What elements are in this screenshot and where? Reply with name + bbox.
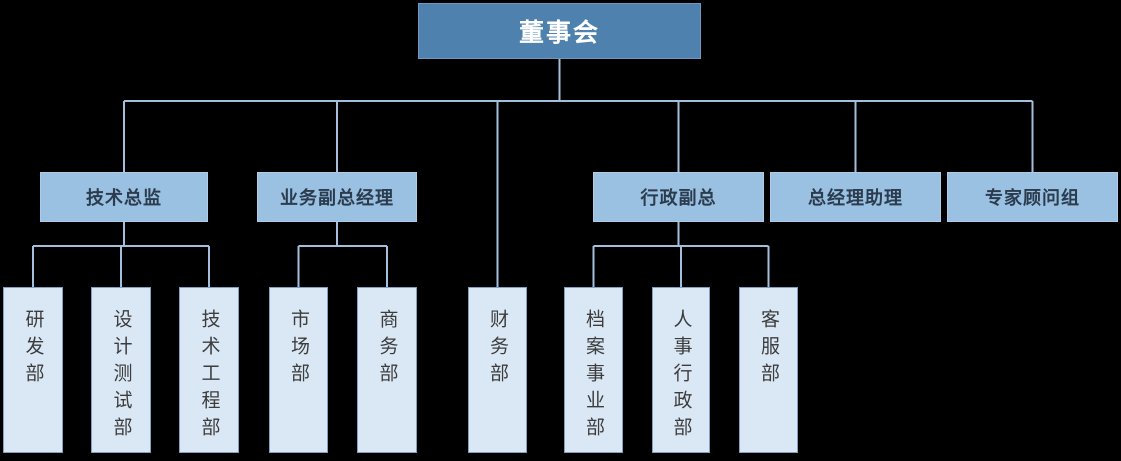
- org-node-marketing-dept[interactable]: 市场部: [269, 287, 328, 453]
- org-node-admin-deputy-gm[interactable]: 行政副总: [593, 172, 764, 222]
- org-node-commerce-dept[interactable]: 商务部: [357, 287, 417, 453]
- org-node-technical-director-label: 技术总监: [86, 184, 162, 210]
- org-node-finance-dept[interactable]: 财务部: [468, 287, 527, 453]
- org-node-business-deputy-gm[interactable]: 业务副总经理: [257, 172, 417, 222]
- org-node-admin-deputy-gm-label: 行政副总: [641, 184, 717, 210]
- org-node-gm-assistant-label: 总经理助理: [808, 184, 903, 210]
- org-node-design-test-dept-label: 设计测试部: [112, 309, 131, 444]
- org-node-hr-admin-dept-label: 人事行政部: [672, 309, 691, 444]
- org-node-customer-service-dept[interactable]: 客服部: [739, 287, 798, 453]
- org-node-board[interactable]: 董事会: [418, 3, 701, 59]
- org-node-design-test-dept[interactable]: 设计测试部: [91, 287, 151, 453]
- org-node-marketing-dept-label: 市场部: [289, 309, 308, 390]
- org-node-customer-service-dept-label: 客服部: [759, 309, 778, 390]
- org-node-finance-dept-label: 财务部: [488, 309, 507, 390]
- org-node-tech-engineering-dept[interactable]: 技术工程部: [179, 287, 239, 453]
- org-node-archives-dept-label: 档案事业部: [584, 309, 603, 444]
- org-node-rd-dept-label: 研发部: [24, 309, 43, 390]
- org-node-hr-admin-dept[interactable]: 人事行政部: [652, 287, 710, 453]
- org-node-business-deputy-gm-label: 业务副总经理: [280, 184, 394, 210]
- org-node-tech-engineering-dept-label: 技术工程部: [200, 309, 219, 444]
- org-node-gm-assistant[interactable]: 总经理助理: [770, 172, 941, 222]
- org-node-board-label: 董事会: [519, 13, 600, 49]
- org-node-archives-dept[interactable]: 档案事业部: [564, 287, 623, 453]
- org-node-commerce-dept-label: 商务部: [378, 309, 397, 390]
- org-node-rd-dept[interactable]: 研发部: [3, 287, 63, 453]
- org-node-technical-director[interactable]: 技术总监: [40, 172, 208, 222]
- org-node-expert-advisory-group-label: 专家顾问组: [985, 184, 1080, 210]
- org-node-expert-advisory-group[interactable]: 专家顾问组: [947, 172, 1118, 222]
